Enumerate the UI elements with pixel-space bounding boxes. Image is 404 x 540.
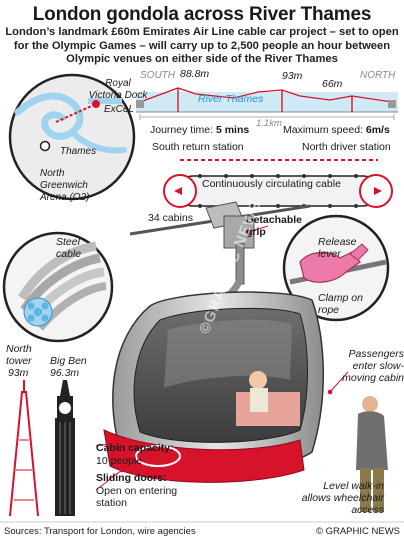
steel-cable-detail — [2, 231, 114, 343]
release-lever-label: Release lever — [318, 236, 357, 260]
steel-cable-label: Steel cable — [56, 236, 82, 260]
cable-loop-diagram — [163, 159, 393, 208]
profile-north-label: NORTH — [360, 70, 396, 81]
tower-height-label: 93m — [8, 367, 29, 379]
map-pin-excel — [92, 100, 100, 108]
map-pin-arena — [39, 140, 51, 152]
profile-cable — [139, 87, 393, 103]
map-dock — [88, 98, 122, 104]
length-label: 1.1km — [256, 118, 282, 129]
clamp-label: Clamp on rope — [318, 292, 363, 316]
height-south: 88.8m — [180, 68, 210, 80]
river-band — [136, 92, 398, 112]
map-label-thames: Thames — [60, 146, 97, 157]
south-station-label: South return station — [152, 141, 244, 153]
station-south — [136, 100, 144, 108]
cabins-count: 34 cabins — [148, 212, 193, 224]
doors-value: Open on entering station — [96, 485, 178, 509]
capacity-value: 10 people — [96, 455, 143, 467]
footer-credit: © GRAPHIC NEWS — [315, 526, 400, 537]
map-frame — [8, 73, 136, 201]
tower-name-label: North tower — [6, 343, 32, 367]
north-tower — [9, 380, 39, 517]
height-north: 66m — [322, 78, 343, 90]
footer-sources: Sources: Transport for London, wire agen… — [4, 526, 196, 537]
locator-map — [8, 73, 136, 201]
subtitle: London’s landmark £60m Emirates Air Line… — [5, 26, 399, 66]
cable-loop-label: Continuously circulating cable — [202, 178, 341, 190]
map-label-dock: Royal Victoria Dock — [88, 78, 148, 101]
max-speed: Maximum speed: 6m/s — [283, 124, 390, 136]
cable-profile — [136, 87, 398, 120]
passengers-label: Passengers enter slow-moving cabin — [342, 348, 404, 384]
grip-label: Detachable grip — [246, 214, 303, 238]
profile-south-label: SOUTH — [140, 70, 175, 81]
walkin-label: Level walk-in allows wheelchair access — [301, 480, 384, 516]
gondola-cabin — [103, 291, 324, 483]
leader-lines — [95, 225, 349, 491]
journey-time: Journey time: 5 mins — [150, 124, 250, 136]
river-label: River Thames — [198, 93, 264, 105]
big-ben — [55, 380, 75, 516]
doors-label: Sliding doors: — [96, 472, 167, 484]
map-route — [55, 103, 97, 123]
page-title: London gondola across River Thames — [32, 4, 372, 25]
capacity-label: Cabin capacity: — [96, 442, 174, 454]
bigben-height-label: 96.3m — [50, 367, 80, 379]
map-label-excel: ExCeL — [104, 104, 135, 115]
seated-passenger — [249, 371, 267, 389]
height-mid: 93m — [282, 70, 303, 82]
map-label-arena: North Greenwich Arena (O2) — [40, 168, 90, 203]
clamp-detail — [282, 214, 390, 322]
bigben-name-label: Big Ben — [50, 355, 87, 367]
station-north — [388, 100, 396, 108]
north-station-label: North driver station — [302, 141, 391, 153]
walking-passenger — [356, 396, 388, 512]
